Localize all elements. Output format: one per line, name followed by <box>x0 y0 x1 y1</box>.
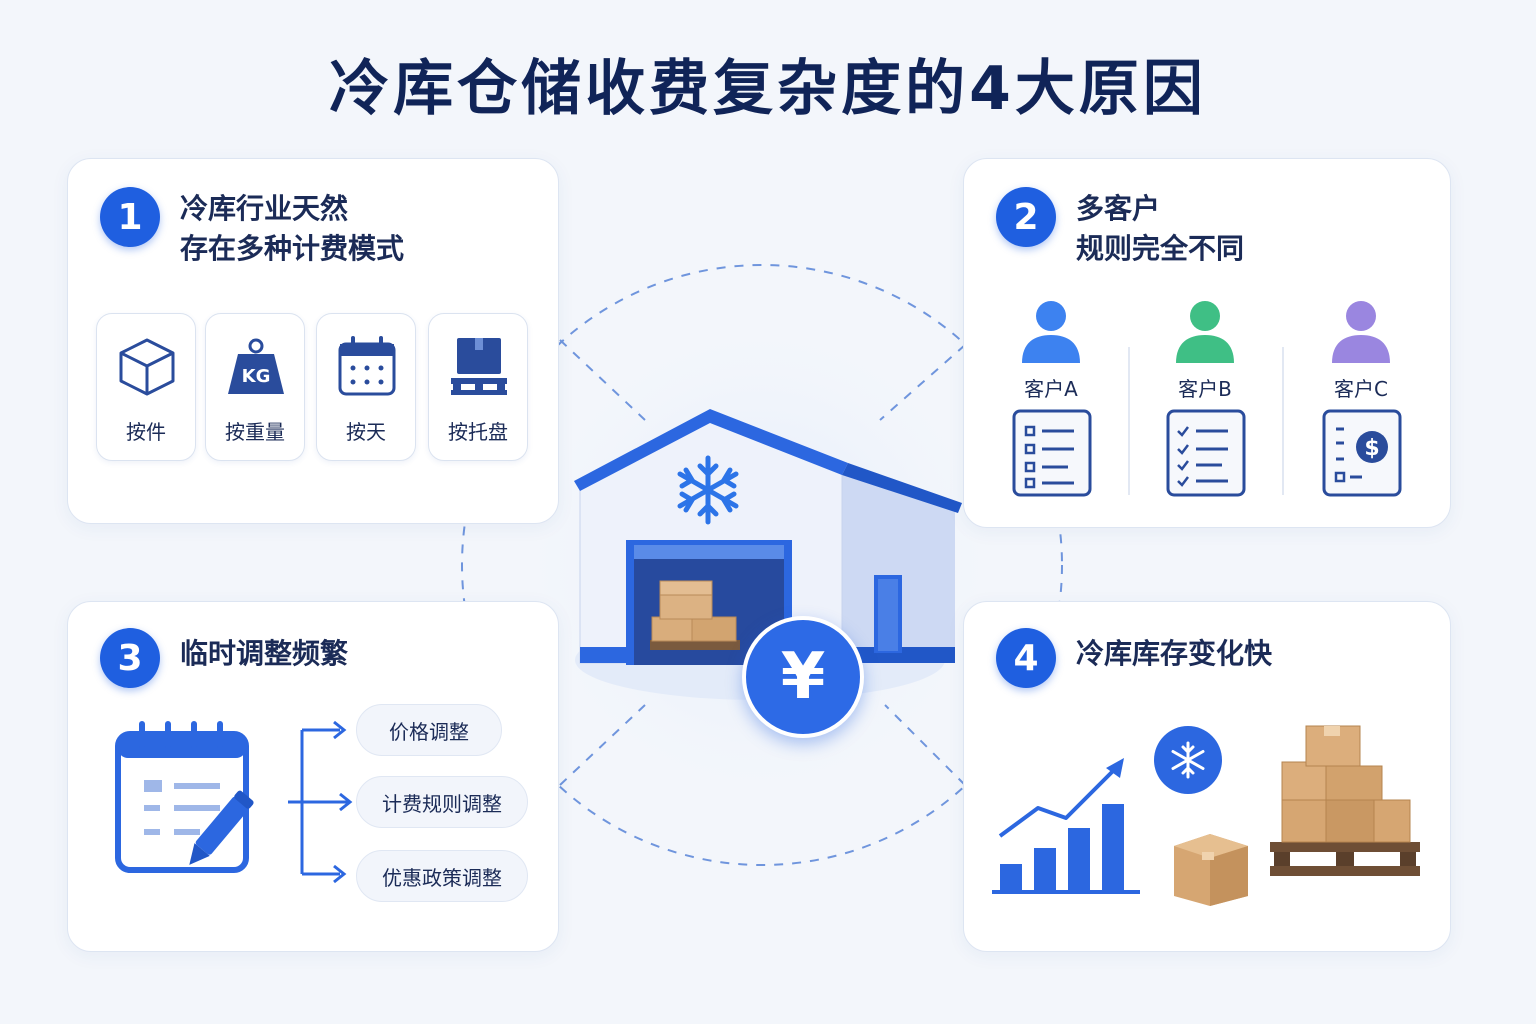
panel-frequent-adjustments: 3 临时调整频繁 价格调整 计费规则调整 优惠政策调整 <box>67 601 559 952</box>
page-title: 冷库仓储收费复杂度的4大原因 <box>329 54 1207 124</box>
billing-mode-card: KG 按重量 <box>205 313 305 461</box>
billing-mode-label: 按件 <box>126 420 166 444</box>
customer-label: 客户C <box>1334 377 1388 401</box>
pallet-icon <box>451 338 507 395</box>
user-avatar-icon <box>1332 301 1390 363</box>
adjustment-pill: 价格调整 <box>356 704 502 756</box>
yen-coin-icon: ¥ <box>742 616 864 738</box>
panel-title-line: 存在多种计费模式 <box>180 232 405 265</box>
billing-mode-card: 按托盘 <box>428 313 528 461</box>
panel-inventory-changes: 4 冷库库存变化快 <box>963 601 1451 952</box>
snowflake-icon <box>677 455 739 525</box>
snowflake-badge <box>1154 726 1222 794</box>
panel-title: 多客户 规则完全不同 <box>1076 189 1244 269</box>
rising-bar-chart-icon <box>992 758 1140 894</box>
customer-label: 客户A <box>1024 377 1078 401</box>
adjustment-pill: 计费规则调整 <box>356 776 528 828</box>
panel-title-line: 多客户 <box>1076 192 1161 225</box>
adjustment-pill: 优惠政策调整 <box>356 850 528 902</box>
panel-title: 冷库库存变化快 <box>1076 634 1272 674</box>
panel-billing-modes: 1 冷库行业天然 存在多种计费模式 按件 KG 按重量 按天 <box>67 158 559 524</box>
column-divider <box>1128 347 1130 495</box>
billing-mode-label: 按天 <box>346 420 386 444</box>
number-badge: 3 <box>100 628 160 688</box>
snowflake-icon <box>1171 741 1205 779</box>
number-badge: 4 <box>996 628 1056 688</box>
checklist-document-icon <box>1166 409 1246 497</box>
invoice-document-icon: $ <box>1322 409 1402 497</box>
weight-kg-icon: KG <box>228 338 284 394</box>
cardboard-box-icon <box>1174 834 1248 906</box>
panel-title: 冷库行业天然 存在多种计费模式 <box>180 189 404 269</box>
currency-symbol: ¥ <box>780 640 826 714</box>
billing-mode-card: 按天 <box>316 313 416 461</box>
billing-mode-label: 按重量 <box>225 420 285 444</box>
pallet-boxes-icon <box>1270 725 1420 876</box>
dollar-symbol: $ <box>1364 436 1379 461</box>
number-badge: 2 <box>996 187 1056 247</box>
billing-mode-card: 按件 <box>96 313 196 461</box>
branch-arrows <box>288 720 353 884</box>
column-divider <box>1282 347 1284 495</box>
panel-title-line: 临时调整频繁 <box>180 637 349 670</box>
user-avatar-icon <box>1176 301 1234 363</box>
panel-title-line: 冷库库存变化快 <box>1076 637 1273 670</box>
weight-unit-text: KG <box>242 366 271 387</box>
panel-multi-customer: 2 多客户 规则完全不同 客户A 客户B 客户C <box>963 158 1451 528</box>
panel-title-line: 规则完全不同 <box>1076 232 1245 265</box>
customer-label: 客户B <box>1178 377 1232 401</box>
panel-title-line: 冷库行业天然 <box>180 192 349 225</box>
panel-title: 临时调整频繁 <box>180 634 348 674</box>
user-avatar-icon <box>1022 301 1080 363</box>
calendar-edit-icon <box>115 721 254 873</box>
list-document-icon <box>1012 409 1092 497</box>
billing-mode-label: 按托盘 <box>448 420 508 444</box>
number-badge: 1 <box>100 187 160 247</box>
calendar-icon <box>338 336 396 396</box>
box-icon <box>119 338 175 396</box>
